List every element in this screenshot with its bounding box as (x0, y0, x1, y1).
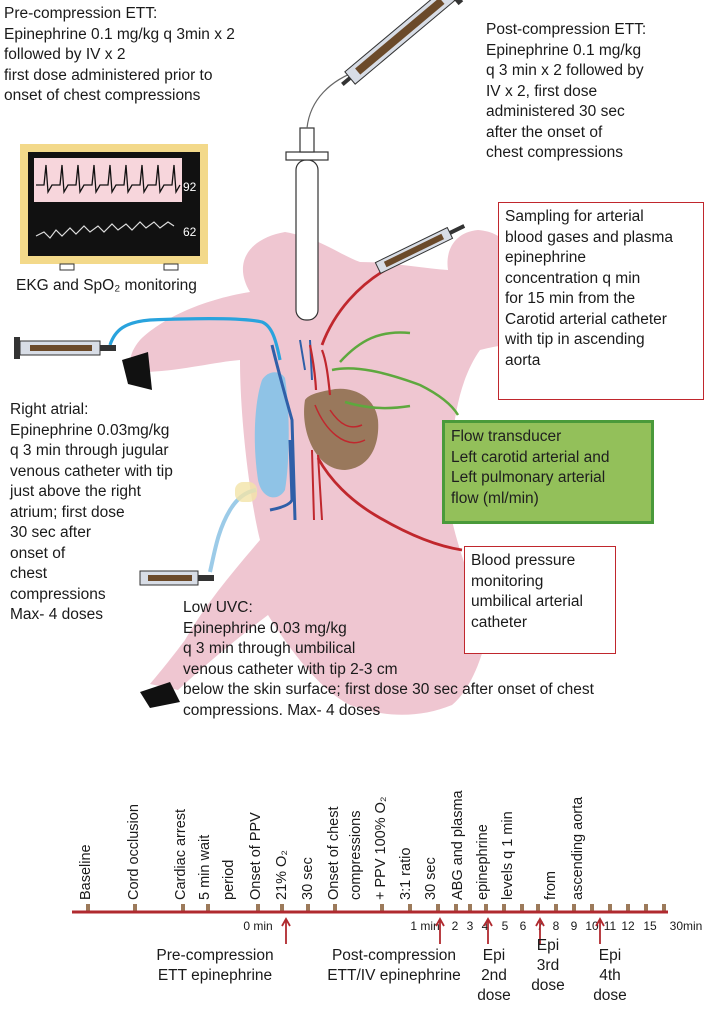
jugular-syringe-icon (14, 337, 116, 359)
carotid-catheter (320, 268, 386, 346)
flow-lead-3 (344, 400, 411, 410)
lamb-body (130, 230, 625, 715)
timeline-tick-label: 4 (482, 919, 489, 933)
timeline-tick (626, 904, 630, 913)
spo2-trace (35, 221, 175, 239)
timeline-tick (454, 904, 458, 913)
sampling-box: Sampling for arterial blood gases and pl… (498, 202, 704, 400)
dose-arrow-icon (595, 917, 605, 944)
ekg-hr-value: 92 (183, 180, 197, 194)
dose-arrow-icon (281, 917, 291, 944)
ekg-monitoring-label: EKG and SpO₂ monitoring (16, 277, 197, 294)
ett-tube (295, 159, 319, 321)
timeline-event-label: Baseline (78, 844, 94, 900)
timeline-tick-label: 6 (520, 919, 527, 933)
timeline-tick (572, 904, 576, 913)
dose-arrow-icon (483, 917, 493, 944)
timeline-tick-label: 9 (571, 919, 578, 933)
post-compression-ett-label: Post-compression ETT: Epinephrine 0.1 mg… (486, 21, 647, 161)
timeline-tick (520, 904, 524, 913)
timeline-tick (133, 904, 137, 913)
timeline-event-label: 3:1 ratio (398, 848, 414, 900)
umbilical-arterial-catheter (316, 457, 463, 552)
timeline-tick-label: 2 (452, 919, 459, 933)
timeline-tick (436, 904, 440, 913)
timeline-tick (468, 904, 472, 913)
timeline-tick (590, 904, 594, 913)
dose-arrow-icon (535, 917, 545, 944)
timeline-tick (554, 904, 558, 913)
carotid-syringe-icon (374, 224, 466, 275)
jugular-catheter (108, 317, 282, 361)
timeline-tick (181, 904, 185, 913)
timeline-tick (644, 904, 648, 913)
timeline-event-label: 30 sec (300, 857, 316, 900)
timeline-tick (380, 904, 384, 913)
timeline-event-label: 30 sec (423, 857, 439, 900)
timeline-event-label: from (543, 871, 559, 900)
ekg-spo2-value: 62 (183, 225, 197, 239)
low-uvc-label: Low UVC: Epinephrine 0.03 mg/kg q 3 min … (183, 599, 594, 719)
uvc-syringe-icon (139, 570, 214, 586)
timeline-tick-label: 15 (643, 919, 657, 933)
timeline-tick (408, 904, 412, 913)
timeline-event-label: + PPV 100% O₂ (373, 796, 389, 900)
heart (304, 388, 379, 470)
flow-lead-1 (331, 367, 460, 416)
timeline-tick-label: 11 (604, 919, 617, 933)
timeline-tick-label: 0 min (243, 919, 272, 933)
pre-compression-ett-label: Pre-compression ETT: Epinephrine 0.1 mg/… (4, 5, 235, 104)
blood-pressure-box: Blood pressure monitoring umbilical arte… (464, 546, 616, 654)
timeline-tick-label: 8 (553, 919, 560, 933)
dose-arrow-icon (435, 917, 445, 944)
timeline-event-label: compressions (348, 811, 364, 900)
timeline-tick-label: 5 (502, 919, 509, 933)
timeline-event-label: 21% O₂ (274, 850, 290, 900)
flow-transducer-box: Flow transducer Left carotid arterial an… (442, 420, 654, 524)
timeline-tick (86, 904, 90, 913)
timeline-tick (536, 904, 540, 913)
timeline-tick-label: 3 (467, 919, 474, 933)
timeline-tick-label: 10 (585, 919, 599, 933)
timeline-tick (306, 904, 310, 913)
timeline-tick (662, 904, 666, 913)
timeline-event-label: ABG and plasma (450, 789, 466, 900)
timeline-tick (206, 904, 210, 913)
timeline-event-label: period (221, 860, 237, 900)
bottom-hoof (140, 682, 180, 708)
timeline-event-label: levels q 1 min (500, 811, 516, 900)
timeline-event-label: ascending aorta (570, 796, 586, 900)
flow-lead-2 (339, 331, 411, 363)
timeline-tick (484, 904, 488, 913)
timeline: Baseline Cord occlusion Cardiac arrest 5 mi… (72, 789, 703, 1004)
timeline-event-label: 5 min wait (197, 835, 213, 900)
ekg-trace (36, 164, 181, 195)
lung (254, 372, 289, 498)
left-hoof (122, 352, 152, 390)
timeline-tick-label: 1 min (410, 919, 439, 933)
timeline-tick (333, 904, 337, 913)
timeline-tick-label: 12 (621, 919, 635, 933)
timeline-tick (502, 904, 506, 913)
ett-adapter (285, 151, 329, 161)
timeline-tick (608, 904, 612, 913)
timeline-tick (256, 904, 260, 913)
timeline-tick-label: 30min (670, 919, 703, 933)
timeline-event-label: Onset of PPV (248, 812, 264, 900)
lamb-model-illustration: 92 62 (14, 0, 625, 715)
timeline-tick (280, 904, 284, 913)
ett-syringe-icon (341, 0, 464, 86)
right-atrial-label: Right atrial: Epinephrine 0.03mg/kg q 3 … (10, 401, 173, 623)
timeline-event-label: Cord occlusion (126, 804, 142, 900)
timeline-event-label: Cardiac arrest (173, 809, 189, 900)
timeline-event-label: Onset of chest (326, 807, 342, 901)
timeline-event-label: epinephrine (475, 824, 491, 900)
